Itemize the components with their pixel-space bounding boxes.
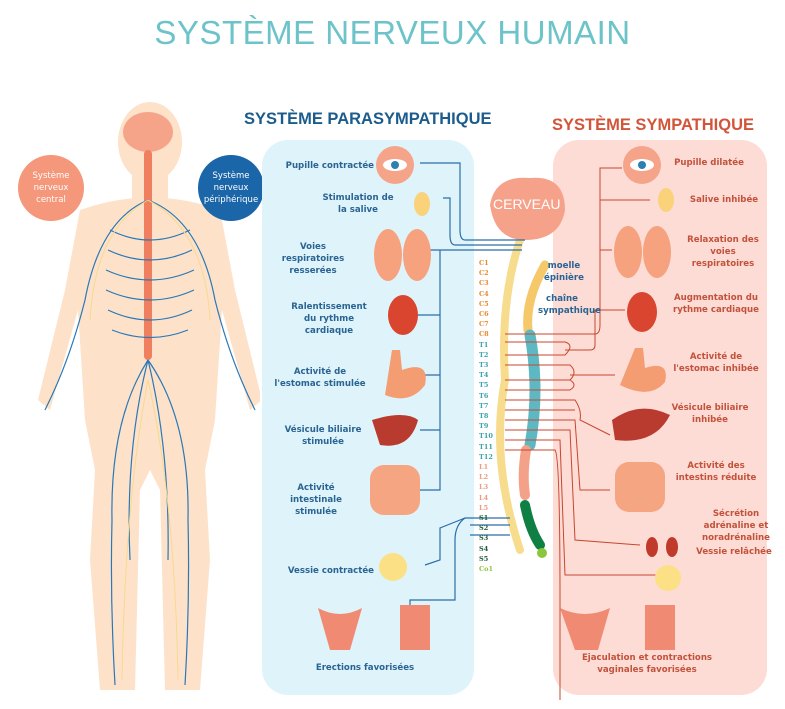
vertebra-label-s2: S2 (479, 524, 489, 533)
sympathetic-organs (560, 146, 681, 650)
symp-label-respiratory: Relaxation des voies respiratoires (687, 235, 759, 269)
spine-structure (496, 236, 550, 558)
spinal-cord (496, 236, 524, 554)
vertebra-label-c1: C1 (479, 259, 489, 267)
lungs-icon (614, 226, 642, 278)
heart-icon (627, 292, 657, 332)
para-label-pupil: Pupille contractée (285, 161, 374, 171)
symp-label-intestine: Activité des intestins réduite (675, 461, 757, 483)
para-label-saliva: Stimulation de la salive (322, 193, 394, 215)
stomach-icon (620, 348, 666, 392)
sympathetic-nerves (505, 167, 660, 700)
para-label-heart: Ralentissement du rythme cardiaque (291, 302, 367, 336)
heart-icon (388, 295, 418, 335)
vertebra-label-t7: T7 (479, 401, 489, 410)
intestine-icon (370, 465, 420, 515)
symp-label-gallbladder: Vésicule biliaire inhibée (671, 403, 749, 425)
vertebra-label-c6: C6 (479, 310, 489, 318)
symp-label-saliva: Salive inhibée (689, 195, 759, 205)
kidneys-icon (646, 537, 658, 557)
symp-label-adrenaline: Sécrétion adrénaline et noradrénaline (701, 509, 771, 543)
sympathetic-chain-label: chaîne sympathique (538, 294, 601, 316)
liver-icon (372, 415, 418, 446)
vertebra-label-l1: L1 (479, 463, 489, 471)
stomach-icon (385, 350, 426, 399)
vertebra-label-t8: T8 (479, 412, 489, 420)
vertebra-label-t1: T1 (479, 340, 489, 349)
vertebra-label-l2: L2 (479, 473, 489, 482)
vertebra-label-t11: T11 (479, 442, 493, 451)
spinal-cord-label: moelle épinière (544, 261, 584, 283)
vertebra-label-c4: C4 (479, 289, 489, 298)
vertebra-label-s4: S4 (479, 544, 489, 553)
spinal-cord-icon (144, 150, 152, 360)
uterus-icon (318, 608, 362, 650)
para-label-stomach: Activité de l'estomac stimulée (274, 367, 366, 389)
vertebra-label-s1: S1 (479, 514, 489, 522)
symp-label-stomach: Activité de l'estomac inhibée (673, 352, 759, 374)
vertebra-label-l5: L5 (479, 503, 489, 512)
vertebra-label-l4: L4 (479, 493, 489, 502)
vertebra-label-c7: C7 (479, 320, 489, 329)
vertebra-label-t12: T12 (479, 452, 493, 461)
salivary-gland-icon (658, 188, 674, 212)
lungs-icon (374, 229, 402, 281)
brain-icon (490, 177, 565, 240)
para-label-respiratory: Voies respiratoires resserées (281, 242, 345, 276)
vertebra-label-t6: T6 (479, 391, 489, 400)
male-reproductive-icon (645, 605, 675, 650)
vertebra-label-l3: L3 (479, 483, 489, 492)
parasympathetic-title: SYSTÈME PARASYMPATHIQUE (244, 110, 492, 128)
vertebra-label-t10: T10 (479, 432, 493, 441)
parasympathetic-nerves (409, 162, 525, 610)
vertebra-label-s3: S3 (479, 534, 489, 543)
male-reproductive-icon (400, 605, 430, 650)
symp-label-heart: Augmentation du rythme cardiaque (673, 293, 759, 315)
uterus-icon (560, 608, 610, 650)
symp-label-pupil: Pupille dilatée (674, 158, 744, 168)
central-nervous-system-badge: Système nerveux central (18, 155, 84, 221)
human-body-figure (38, 102, 260, 690)
liver-icon (612, 408, 670, 441)
vertebra-label-t2: T2 (479, 350, 489, 359)
brain-label: CERVEAU (493, 196, 561, 212)
vertebra-label-c8: C8 (479, 330, 489, 339)
parasympathetic-panel (262, 140, 474, 695)
vertebra-label-c2: C2 (479, 269, 489, 278)
vertebra-label-c5: C5 (479, 299, 489, 308)
vertebra-label-t3: T3 (479, 361, 489, 369)
para-label-bladder: Vessie contractée (287, 566, 374, 576)
para-label-gallbladder: Vésicule biliaire stimulée (284, 425, 362, 447)
vertebra-label-c3: C3 (479, 279, 489, 288)
symp-label-bladder: Vessie relâchée (696, 547, 772, 557)
diagram-title: SYSTÈME NERVEUX HUMAIN (154, 14, 631, 51)
bladder-icon (379, 553, 407, 581)
vertebra-label-t9: T9 (479, 422, 489, 431)
vertebra-label-t5: T5 (479, 381, 489, 390)
vertebra-label-s5: S5 (479, 554, 489, 563)
sympathetic-title: SYSTÈME SYMPATHIQUE (552, 116, 754, 134)
vertebra-label-t4: T4 (479, 371, 489, 380)
vertebra-label-co1: Co1 (479, 565, 494, 573)
brain-icon (123, 112, 173, 152)
para-label-intestine: Activité intestinale stimulée (290, 483, 342, 517)
intestine-icon (615, 462, 665, 512)
symp-label-ejaculation: Ejaculation et contractions vaginales fa… (581, 653, 713, 675)
parasympathetic-organs (318, 146, 431, 650)
bladder-icon (655, 565, 681, 591)
para-label-erections: Erections favorisées (315, 663, 415, 673)
salivary-gland-icon (414, 192, 430, 216)
peripheral-nervous-system-badge: Système nerveux périphérique (198, 155, 264, 221)
